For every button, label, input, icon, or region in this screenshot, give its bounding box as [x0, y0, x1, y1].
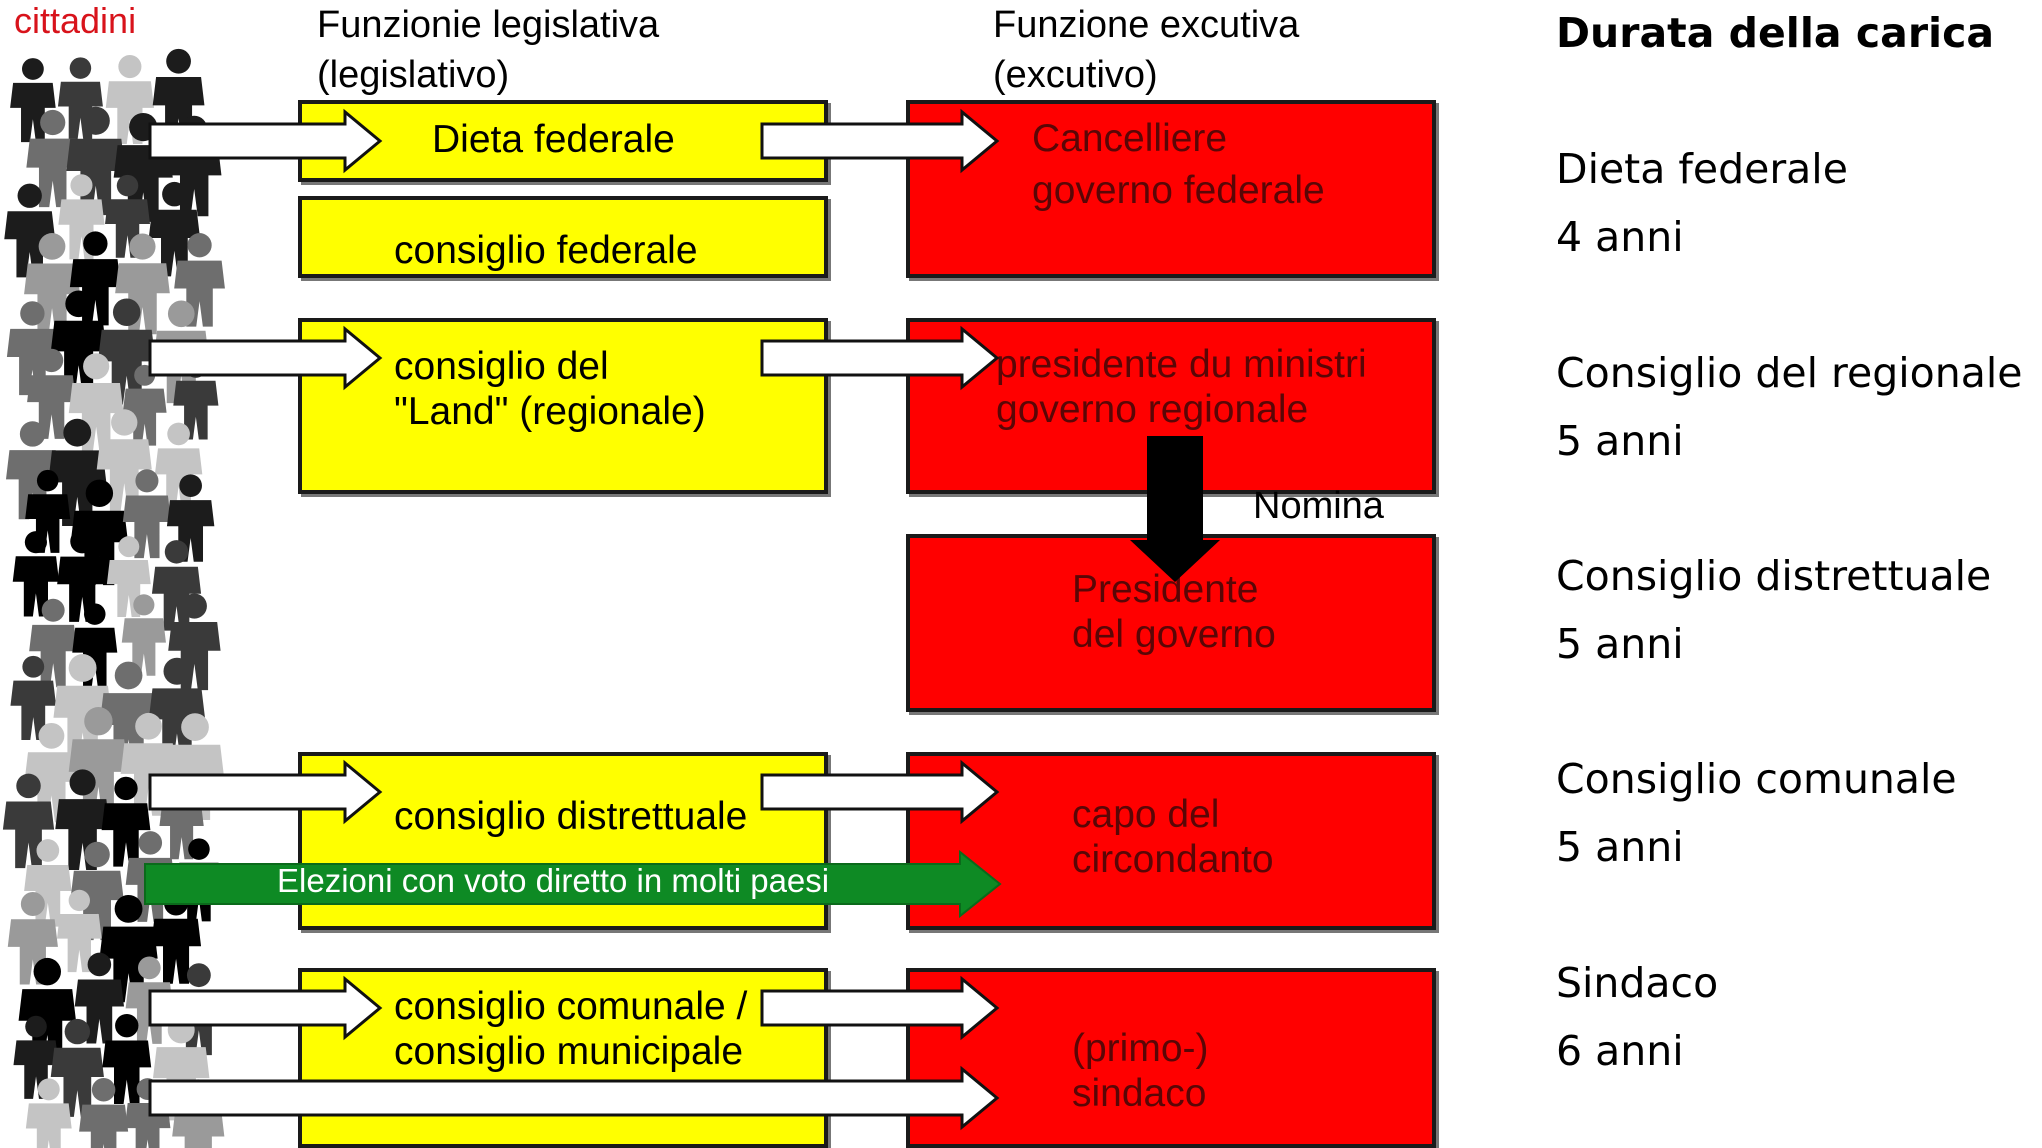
person-icon	[101, 776, 151, 867]
person-icon	[50, 1018, 104, 1117]
citizens-crowd-icon	[2, 48, 225, 1148]
distrettuale-label: consiglio distrettuale	[394, 795, 748, 838]
legislative-header-line1: Funzionie legislativa	[317, 4, 660, 46]
arrow-right-icon	[760, 759, 1000, 825]
comunale-label-line1: consiglio comunale /	[394, 985, 748, 1028]
arrow-right-icon	[148, 759, 383, 825]
sindaco-label-line2: sindaco	[1072, 1072, 1207, 1115]
box-consiglio-federale: consiglio federale	[298, 196, 828, 278]
durata-item-name: Consiglio del regionale	[1556, 349, 2023, 397]
citizens-label: cittadini	[14, 0, 137, 41]
presidente-label-line1: presidente du ministri	[996, 343, 1367, 386]
arrow-right-icon	[148, 325, 383, 391]
cancelliere-label-line1: Cancelliere	[1032, 117, 1228, 160]
box-consiglio-comunale: consiglio comunale / consiglio municipal…	[298, 968, 828, 1148]
durata-item-value: 5 anni	[1556, 823, 1684, 871]
box-consiglio-land: consiglio del "Land" (regionale)	[298, 318, 828, 494]
comunale-label-line2: consiglio municipale	[394, 1030, 744, 1073]
person-icon	[27, 348, 77, 439]
executive-header-line2: (excutivo)	[993, 54, 1158, 96]
consiglio-federale-label: consiglio federale	[394, 229, 698, 272]
arrow-right-icon	[760, 108, 1000, 174]
person-icon	[25, 1078, 72, 1148]
durata-item-value: 5 anni	[1556, 620, 1684, 668]
direct-election-arrow-icon	[144, 849, 1002, 919]
arrow-down-icon	[1130, 436, 1220, 582]
executive-header-line1: Funzione excutiva	[993, 4, 1300, 46]
dieta-federale-label: Dieta federale	[432, 118, 675, 161]
durata-item-name: Dieta federale	[1556, 145, 1848, 193]
cancelliere-label-line2: governo federale	[1032, 169, 1325, 212]
box-cancelliere: Cancelliere governo federale	[906, 100, 1436, 278]
arrow-right-icon	[148, 975, 383, 1041]
person-icon	[4, 183, 56, 278]
box-sindaco: (primo-) sindaco	[906, 968, 1436, 1148]
sindaco-label-line1: (primo-)	[1072, 1027, 1209, 1070]
durata-item-value: 6 anni	[1556, 1027, 1684, 1075]
durata-item-name: Sindaco	[1556, 959, 1719, 1007]
person-icon	[121, 594, 166, 676]
land-label-line2: "Land" (regionale)	[394, 390, 706, 433]
capo-label-line2: circondanto	[1072, 838, 1274, 881]
presidente-governo-line1: Presidente	[1072, 568, 1259, 611]
direct-election-label: Elezioni con voto diretto in molti paesi	[277, 862, 830, 899]
legislative-header: Funzionie legislativa (legislativo)	[317, 0, 659, 100]
durata-item-name: Consiglio comunale	[1556, 755, 1957, 803]
capo-label-line1: capo del	[1072, 793, 1220, 836]
presidente-governo-line2: del governo	[1072, 613, 1276, 656]
arrow-right-icon	[148, 108, 383, 174]
presidente-label-line2: governo regionale	[996, 388, 1309, 431]
nomina-label: Nomina	[1253, 485, 1384, 527]
legislative-header-line2: (legislativo)	[317, 54, 510, 96]
durata-item-name: Consiglio distrettuale	[1556, 552, 1992, 600]
box-dieta-federale: Dieta federale	[298, 100, 828, 182]
arrow-right-icon	[148, 1065, 1000, 1131]
durata-item-value: 5 anni	[1556, 417, 1684, 465]
arrow-right-icon	[760, 325, 1000, 391]
land-label-line1: consiglio del	[394, 345, 609, 388]
durata-title: Durata della carica	[1556, 9, 1995, 57]
person-icon	[68, 707, 129, 817]
durata-item-value: 4 anni	[1556, 213, 1684, 261]
arrow-right-icon	[760, 975, 1000, 1041]
person-icon	[79, 1078, 129, 1148]
person-icon	[148, 181, 201, 277]
executive-header: Funzione excutiva (excutivo)	[993, 0, 1299, 100]
box-capo-circondanto: capo del circondanto	[906, 752, 1436, 930]
